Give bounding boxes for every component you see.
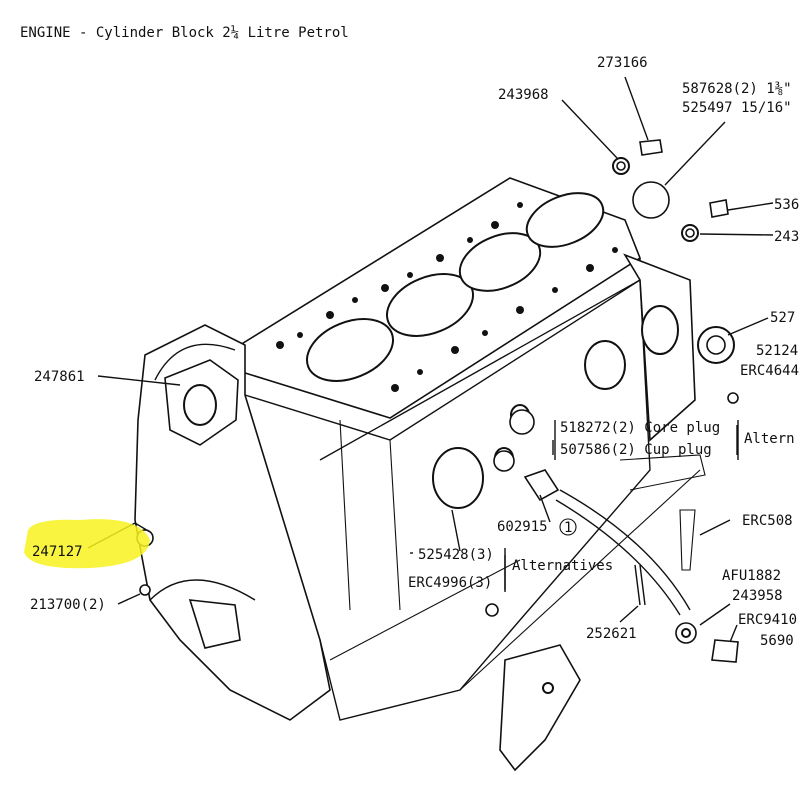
label-525428: 525428(3) [418,547,494,563]
label-243968: 243968 [498,87,549,103]
label-erc4644: ERC4644 [740,363,799,379]
label-erc508: ERC508 [742,513,793,529]
label-587628: 587628(2) 1⅜" [682,81,792,97]
part-labels: 273166 243968 587628(2) 1⅜" 525497 15/16… [30,55,799,649]
label-52124: 52124 [756,343,798,359]
label-afu1882: AFU1882 [722,568,781,584]
label-erc9410: ERC9410 [738,612,797,628]
label-247127: 247127 [32,544,83,560]
label-507586: 507586(2) Cup plug [560,442,712,458]
label-525497: 525497 15/16" [682,100,792,116]
highlight-mark [24,519,150,569]
label-alternatives-2: Alternatives [512,558,613,574]
label-247861: 247861 [34,369,85,385]
label-243958: 243958 [732,588,783,604]
label-252621: 252621 [586,626,637,642]
label-518272: 518272(2) Core plug [560,420,720,436]
label-527: 527 [770,310,795,326]
label-circle-1: 1 [564,520,572,536]
label-273166: 273166 [597,55,648,71]
label-213700: 213700(2) [30,597,106,613]
bracket-marks [410,420,739,592]
circle-1-icon [559,518,577,536]
label-alternatives-1: Altern [744,431,795,447]
label-5690: 5690 [760,633,794,649]
loose-parts [136,139,739,663]
cylinder-block-drawing [134,177,706,772]
label-243: 243 [774,229,799,245]
diagram-title: ENGINE - Cylinder Block 2¼ Litre Petrol [20,25,349,41]
label-536: 536 [774,197,799,213]
label-erc4996: ERC4996(3) [408,575,492,591]
label-602915: 602915 [497,519,548,535]
